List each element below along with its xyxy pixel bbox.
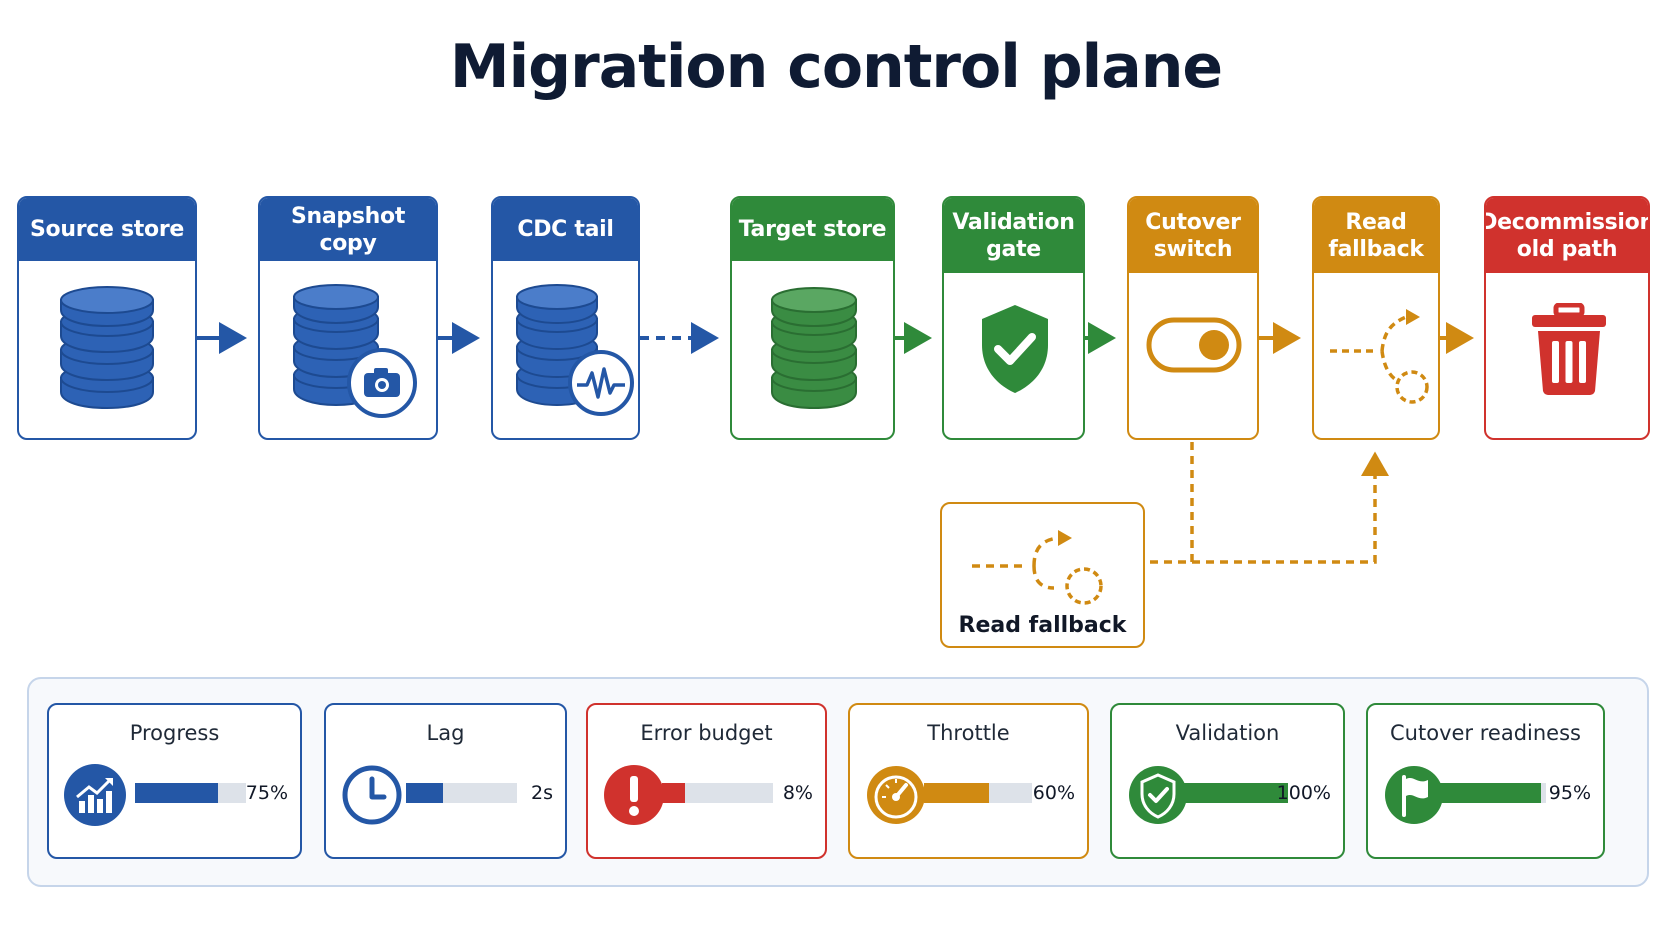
progress-track — [135, 783, 246, 803]
metric-title: Cutover readiness — [1390, 721, 1581, 745]
stage-label: Cutover switch — [1129, 198, 1257, 273]
read-fallback-card[interactable]: Read fallback — [940, 502, 1145, 648]
metric-title: Lag — [426, 721, 465, 745]
metric-value: 75% — [245, 782, 288, 804]
metric-lag[interactable]: Lag 2s — [324, 703, 567, 859]
stage-read-fallback[interactable]: Read fallback — [1312, 196, 1440, 440]
stage-label: Snapshot copy — [260, 198, 436, 261]
metric-value: 8% — [782, 782, 813, 804]
metric-validation[interactable]: Validation 100% — [1110, 703, 1345, 859]
flag-icon — [1385, 766, 1443, 824]
metric-progress[interactable]: Progress 75% — [47, 703, 302, 859]
shield-check-icon — [1129, 766, 1187, 824]
stage-source-store[interactable]: Source store — [17, 196, 197, 440]
read-fallback-label: Read fallback — [958, 613, 1127, 638]
stage-label: CDC tail — [493, 198, 638, 261]
metric-title: Error budget — [640, 721, 773, 745]
metric-error-budget[interactable]: Error budget 8% — [586, 703, 827, 859]
error-budget-track — [662, 783, 773, 803]
fallback-path-icon — [972, 530, 1103, 605]
stage-validation-gate[interactable]: Validation gate — [942, 196, 1085, 440]
gauge-icon — [867, 766, 925, 824]
toggle-icon — [1146, 317, 1242, 373]
database-icon — [771, 287, 857, 410]
metric-value: 95% — [1548, 782, 1591, 804]
cutover-readiness-fill — [1440, 783, 1541, 803]
lag-track — [406, 783, 517, 803]
metric-value: 100% — [1276, 782, 1331, 804]
progress-fill — [135, 783, 219, 803]
validation-fill — [1184, 783, 1288, 803]
database-camera-icon — [293, 284, 417, 418]
throttle-fill — [924, 783, 989, 803]
metric-title: Progress — [129, 721, 220, 745]
stage-decommission-old-path[interactable]: Decommission old path — [1484, 196, 1650, 440]
stage-label: Read fallback — [1314, 198, 1438, 273]
dashed-fallback-to-readfallback — [1192, 451, 1389, 564]
metric-throttle[interactable]: Throttle 60% — [848, 703, 1089, 859]
stage-cutover-switch[interactable]: Cutover switch — [1127, 196, 1259, 440]
stage-label: Decommission old path — [1486, 198, 1648, 273]
stage-label: Target store — [732, 198, 893, 261]
fallback-path-icon — [1330, 309, 1429, 404]
clock-icon — [342, 765, 402, 825]
exclamation-icon — [604, 765, 664, 825]
database-pulse-icon — [516, 284, 634, 416]
metric-value: 2s — [531, 782, 553, 804]
stage-target-store[interactable]: Target store — [730, 196, 895, 440]
stage-label: Source store — [19, 198, 195, 261]
dashed-cutover-to-fallback — [1145, 442, 1194, 564]
stage-cdc-tail[interactable]: CDC tail — [491, 196, 640, 440]
database-icon — [60, 286, 154, 410]
page-title: Migration control plane — [449, 32, 1223, 102]
validation-track — [1184, 783, 1288, 803]
stage-label: Validation gate — [944, 198, 1083, 273]
throttle-track — [924, 783, 1032, 803]
trash-icon — [1532, 303, 1606, 395]
metric-title: Validation — [1175, 721, 1280, 745]
cutover-readiness-track — [1440, 783, 1546, 803]
metric-title: Throttle — [927, 721, 1010, 745]
stage-snapshot-copy[interactable]: Snapshot copy — [258, 196, 438, 440]
metric-value: 60% — [1032, 782, 1075, 804]
error-budget-fill — [662, 783, 686, 803]
chart-growth-icon — [64, 764, 126, 826]
lag-fill — [406, 783, 443, 803]
metric-cutover-readiness[interactable]: Cutover readiness 95% — [1366, 703, 1605, 859]
shield-check-icon — [982, 305, 1048, 393]
